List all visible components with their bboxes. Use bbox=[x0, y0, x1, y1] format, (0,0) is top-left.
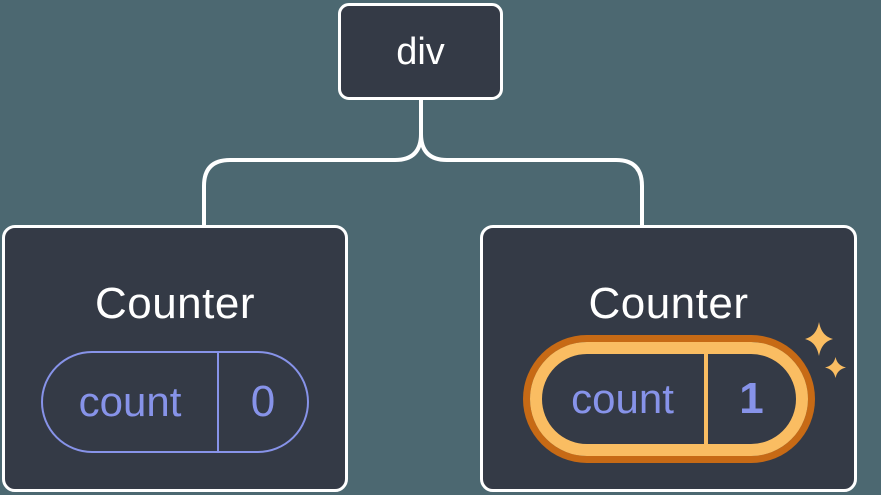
counter-node-right: Counter count 1 bbox=[480, 225, 857, 492]
state-name-label: count bbox=[571, 375, 674, 422]
counter-title: Counter bbox=[94, 279, 256, 328]
state-value: 1 bbox=[739, 374, 764, 423]
pill-divider bbox=[703, 354, 708, 444]
sparkle-icon bbox=[805, 322, 833, 356]
sparkle-icon-small bbox=[825, 357, 846, 378]
root-node-label: div bbox=[396, 30, 445, 73]
connector-right-branch bbox=[419, 100, 644, 227]
connector-left-branch bbox=[202, 100, 423, 227]
counter-node-left: Counter count 0 bbox=[2, 225, 348, 492]
root-node-div: div bbox=[338, 3, 503, 100]
pill-divider bbox=[217, 353, 219, 451]
counter-title: Counter bbox=[588, 279, 749, 328]
state-value: 0 bbox=[250, 377, 276, 426]
state-pill-count-0: count 0 bbox=[41, 351, 309, 453]
state-pill-count-1: count 1 bbox=[529, 342, 808, 456]
state-name-label: count bbox=[78, 378, 182, 425]
